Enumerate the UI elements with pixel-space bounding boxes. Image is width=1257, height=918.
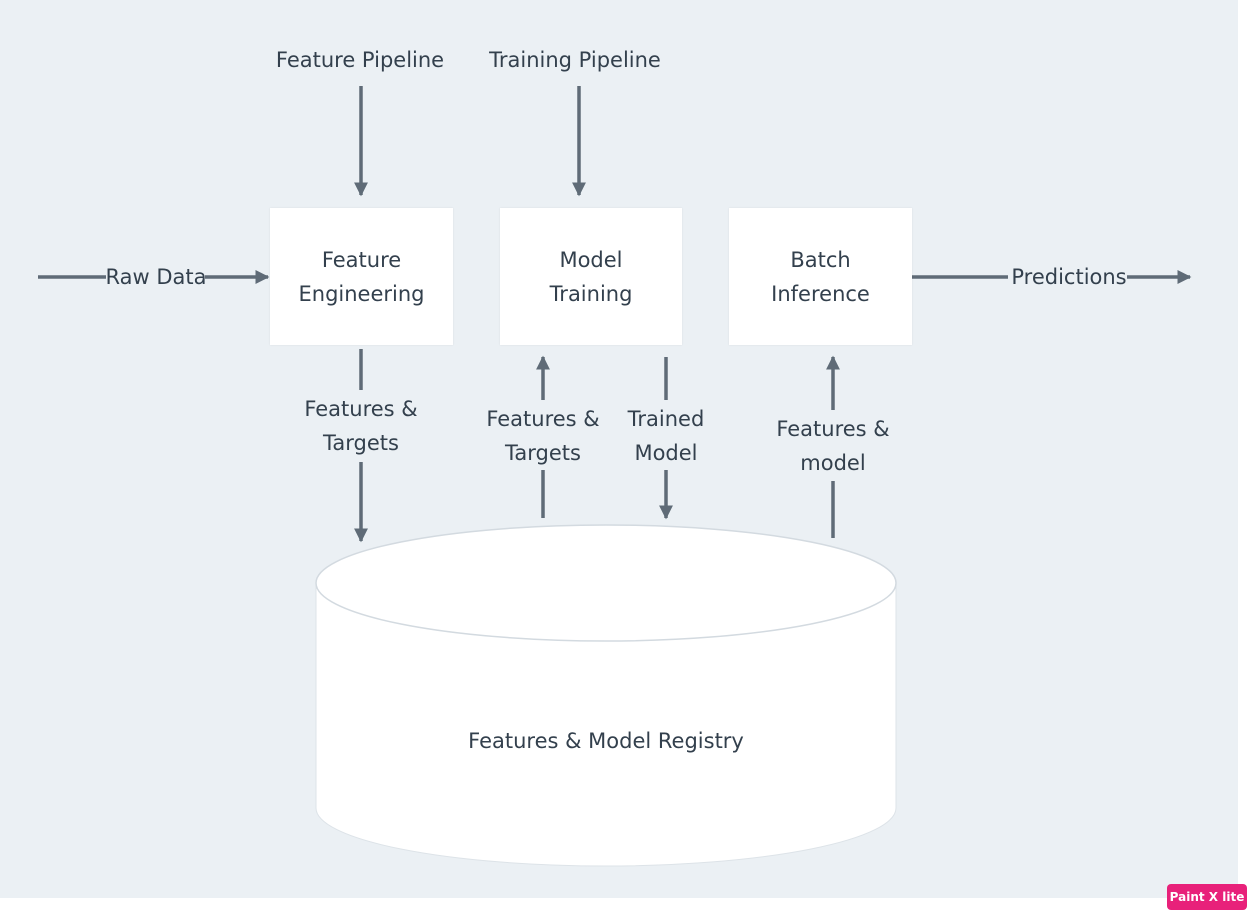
raw-data-label: Raw Data — [105, 265, 207, 289]
model-training-label: Model Training — [549, 247, 633, 306]
features-targets-in-label: Features & Targets — [486, 407, 600, 465]
registry-cylinder — [315, 524, 897, 867]
trained-model-label: Trained Model — [627, 407, 705, 465]
features-targets-out-label: Features & Targets — [304, 397, 418, 455]
feature-engineering-label: Feature Engineering — [298, 247, 425, 306]
paint-x-lite-badge: Paint X lite — [1167, 884, 1247, 910]
batch-inference-box: Batch Inference — [729, 208, 912, 345]
training-pipeline-label: Training Pipeline — [489, 48, 661, 72]
registry-label: Features & Model Registry — [468, 729, 744, 753]
model-training-box: Model Training — [500, 208, 682, 345]
feature-engineering-box: Feature Engineering — [270, 208, 453, 345]
feature-pipeline-label: Feature Pipeline — [275, 48, 445, 72]
predictions-label: Predictions — [1011, 265, 1127, 289]
batch-inference-label: Batch Inference — [771, 247, 870, 306]
features-model-label: Features & model — [776, 417, 890, 475]
